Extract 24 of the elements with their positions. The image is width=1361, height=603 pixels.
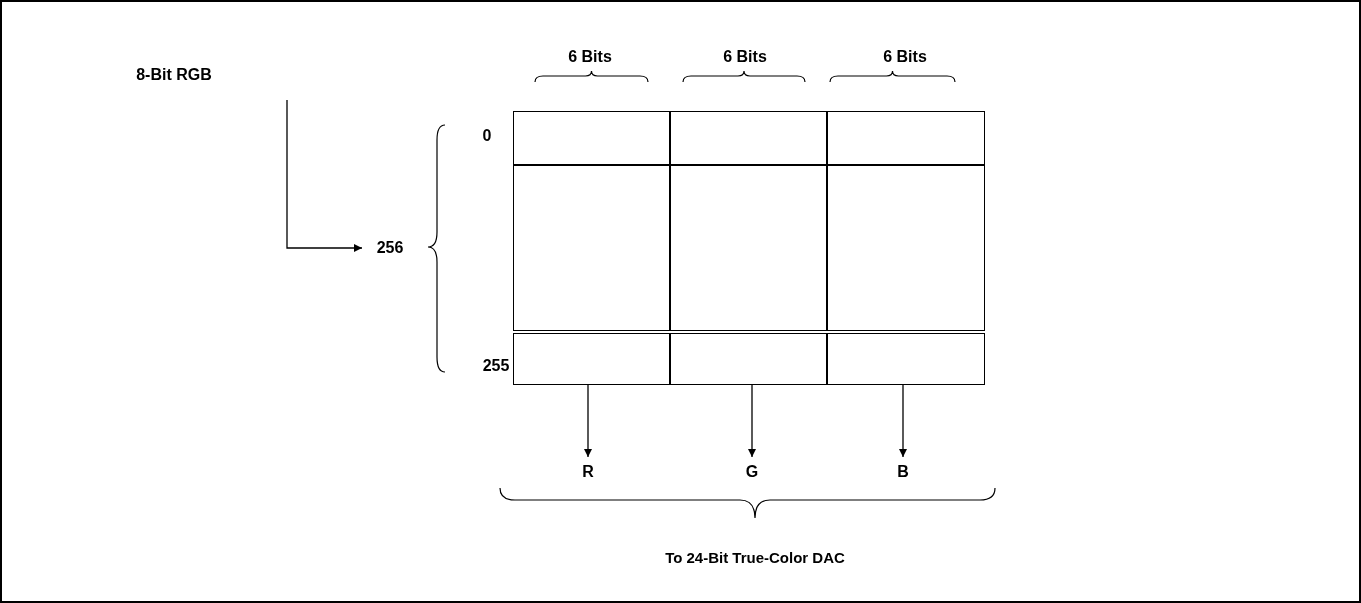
node-label: 8-Bit RGB [124, 62, 224, 88]
arrow [748, 384, 756, 458]
table-cell [513, 165, 670, 331]
bit-width-label: 6 Bits [567, 47, 613, 67]
table-cell [513, 333, 670, 385]
arrow [899, 384, 907, 458]
node-label: R [578, 460, 598, 484]
bit-width-label: 6 Bits [722, 47, 768, 67]
bit-width-label: 6 Bits [882, 47, 928, 67]
table-cell [827, 333, 985, 385]
index-label: 0 [481, 126, 493, 146]
node-label: G [742, 460, 762, 484]
arrow [286, 99, 363, 252]
table-cell [827, 165, 985, 331]
arrow [584, 384, 592, 458]
table-cell [670, 333, 827, 385]
index-label: 255 [481, 356, 511, 376]
node-label: 256 [362, 236, 418, 260]
table-cell [670, 111, 827, 165]
table-cell [827, 111, 985, 165]
table-cell [513, 111, 670, 165]
output-label: To 24-Bit True-Color DAC [664, 547, 846, 568]
node-label: B [893, 460, 913, 484]
table-cell [670, 165, 827, 331]
